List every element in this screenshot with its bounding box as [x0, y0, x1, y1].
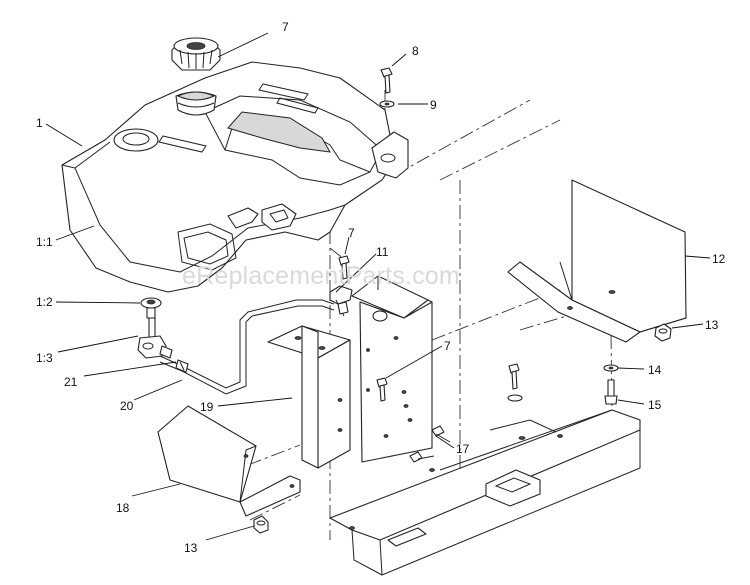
callout-1: 1: [36, 116, 43, 130]
bolt-and-clip-center: [329, 255, 353, 317]
bolt-bracket-right: [376, 377, 388, 402]
bushing-and-fitting: [137, 297, 173, 359]
callout-21: 21: [64, 375, 78, 389]
frame-rail: [329, 409, 641, 576]
callout-7-center: 7: [348, 226, 355, 240]
callout-20: 20: [120, 399, 134, 413]
bolts-17: [409, 425, 451, 463]
callout-15: 15: [648, 398, 662, 412]
callout-13-bottom: 13: [184, 541, 198, 555]
fuel-cap: [171, 37, 221, 116]
callout-1-3: 1:3: [36, 351, 53, 365]
hose-clamp: [175, 359, 189, 373]
callout-labels: 7 8 9 1 1:1 7 11 12 1:2 13 1:3 7 21 14 2…: [36, 20, 726, 555]
callout-12: 12: [712, 252, 726, 266]
callout-8: 8: [412, 44, 419, 58]
callout-14: 14: [648, 363, 662, 377]
bracket-center: [351, 275, 433, 463]
fuel-tank: [61, 61, 409, 293]
callout-17: 17: [456, 442, 470, 456]
nut-right: [654, 323, 672, 342]
callout-11: 11: [376, 245, 389, 259]
mounting-plate: [507, 179, 687, 343]
callout-1-1: 1:1: [36, 235, 53, 249]
callout-19: 19: [200, 400, 214, 414]
callout-18: 18: [116, 501, 130, 515]
callout-1-2: 1:2: [36, 295, 53, 309]
shield: [157, 405, 301, 517]
callout-9: 9: [430, 98, 437, 112]
bolt-base: [507, 363, 523, 402]
callout-7-bracket: 7: [444, 339, 451, 353]
washer-and-bolt-right: [603, 364, 619, 405]
callout-13-right: 13: [705, 318, 719, 332]
bolt-and-washer-top: [379, 67, 395, 108]
leader-lines: [45, 32, 711, 541]
fuel-line: [159, 299, 335, 395]
callout-7-fuel-cap: 7: [282, 20, 289, 34]
nut-bottom: [253, 515, 269, 534]
bracket-left: [267, 325, 351, 469]
